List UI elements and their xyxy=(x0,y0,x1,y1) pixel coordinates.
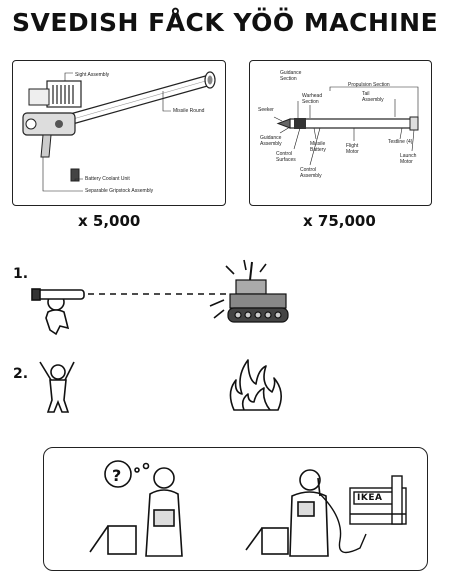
label-guidance-section: Guidance Section xyxy=(280,70,302,82)
missile-panel: Guidance Section Propulsion Section Warh… xyxy=(249,60,432,206)
open-box xyxy=(245,527,289,555)
fire-icon xyxy=(229,359,282,411)
person-with-launcher xyxy=(31,288,85,336)
cheering-person xyxy=(39,361,75,413)
step-1-illustration xyxy=(31,259,289,336)
label-gripstock-assembly: Separable Gripstock Assembly xyxy=(85,188,154,194)
launcher-panel: Sight Assembly Missile Round Battery Coo… xyxy=(12,60,226,206)
bottom-illustration xyxy=(89,460,407,557)
question-mark: ? xyxy=(112,466,122,485)
box xyxy=(89,525,137,555)
label-launch-motor: Launch Motor xyxy=(400,153,417,165)
label-tail-assembly: Tail Assembly xyxy=(362,91,384,103)
label-control-surfaces: Control Surfaces xyxy=(276,151,296,163)
missile-drawing xyxy=(273,86,419,166)
ikea-sign: IKEA xyxy=(357,493,383,503)
label-missile-round: Missile Round xyxy=(173,108,205,114)
label-guidance-assembly: Guidance Assembly xyxy=(260,135,282,147)
launcher-drawing xyxy=(22,71,216,192)
step-2-number: 2. xyxy=(13,366,29,382)
label-propulsion-section: Propulsion Section xyxy=(348,82,390,88)
step-1-number: 1. xyxy=(13,266,29,282)
missile-count: x 75,000 xyxy=(303,212,376,230)
label-missile-battery: Missile Battery xyxy=(310,141,326,153)
label-warhead-section: Warhead Section xyxy=(302,93,323,105)
step-2-illustration xyxy=(39,359,282,413)
label-battery-coolant-unit: Battery Coolant Unit xyxy=(85,176,130,182)
launcher-count: x 5,000 xyxy=(78,212,141,230)
page-title: SVEDISH FÅCK YÖÖ MACHINE xyxy=(12,8,439,37)
label-seeker: Seeker xyxy=(258,107,274,113)
confused-person xyxy=(104,460,183,557)
label-testline: Testline (4) xyxy=(388,139,413,145)
tank xyxy=(227,261,289,323)
label-sight-assembly: Sight Assembly xyxy=(75,72,110,78)
label-flight-motor: Flight Motor xyxy=(346,143,359,155)
bottom-panel: ? IKEA xyxy=(43,447,428,571)
person-on-phone xyxy=(289,469,329,557)
label-control-assembly: Control Assembly xyxy=(300,167,322,179)
ikea-store xyxy=(349,475,407,525)
